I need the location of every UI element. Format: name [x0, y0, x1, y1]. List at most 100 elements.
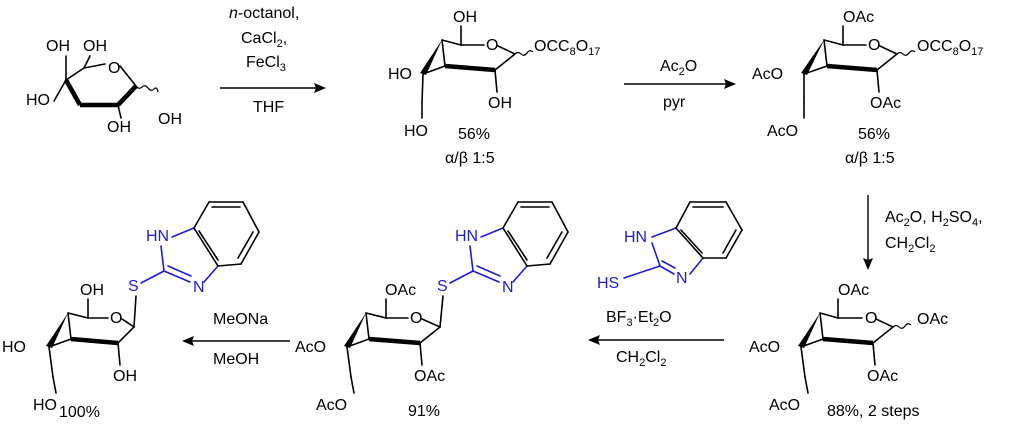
reaction-arrow-1: n-octanol, CaCl2, FeCl3 THF	[220, 5, 326, 116]
bond	[480, 227, 504, 238]
atom-label-oh: OH	[80, 282, 104, 299]
atom-label-octyloxy: OCC8O17	[917, 38, 983, 58]
bond	[421, 73, 424, 104]
bond	[804, 376, 809, 394]
atom-label-s: S	[128, 278, 139, 295]
wedge-bond	[344, 313, 366, 348]
wedge-bond	[46, 313, 68, 348]
atom-label-aco: AcO	[769, 397, 800, 414]
bond	[52, 376, 57, 394]
atom-label-ho: HO	[33, 397, 57, 414]
atom-label-ring-o: O	[868, 37, 880, 54]
bond-double	[476, 265, 501, 277]
bond	[160, 245, 165, 272]
bond-bold	[116, 84, 138, 107]
bond-double	[722, 229, 737, 254]
bond	[879, 45, 898, 55]
bond	[675, 201, 691, 229]
bond	[876, 69, 880, 93]
yield-compound3: 56%	[858, 126, 890, 143]
compound-octyl-galactofuranoside: OH O OCC8O17 HO OH HO 56% α/β 1:5	[388, 9, 600, 167]
bond	[494, 69, 498, 93]
atom-label-oac: OAc	[838, 282, 869, 299]
atom-label-n: N	[193, 279, 205, 296]
atom-label-ring-o: O	[108, 60, 120, 77]
arrow-head	[724, 79, 736, 89]
bond-bold	[826, 63, 878, 73]
reagent-mercaptobenzimidazole: HN N HS	[597, 201, 743, 292]
bond	[872, 326, 894, 344]
bond-double	[680, 229, 703, 254]
reagent-bf3-et2o: BF3·Et2O	[606, 309, 672, 329]
bond	[800, 346, 806, 378]
wavy-bond	[135, 85, 159, 93]
wavy-bond	[896, 50, 916, 56]
reagent-octanol: n-octanol,	[229, 5, 299, 22]
solvent-ch2cl2: CH2Cl2	[885, 235, 935, 255]
bond	[512, 265, 528, 283]
bond	[819, 312, 824, 340]
atom-label-oh: OH	[107, 119, 131, 136]
bond	[365, 312, 387, 319]
bond	[67, 312, 89, 319]
bond	[163, 270, 191, 283]
bond	[623, 265, 661, 279]
reagent-cacl2: CaCl2,	[241, 30, 287, 50]
bond	[83, 63, 106, 69]
atom-label-aco: AcO	[767, 123, 798, 140]
reaction-arrow-2: Ac2O pyr	[624, 58, 736, 111]
compound-galactopyranose: OH OH HO OH OH O	[26, 38, 182, 136]
wedge-bond	[798, 313, 820, 348]
bond	[119, 65, 137, 87]
bond	[441, 39, 446, 67]
atom-label-oac: OAc	[414, 368, 445, 385]
bond	[651, 242, 661, 267]
wavy-bond	[892, 323, 912, 329]
bond	[494, 53, 516, 71]
atom-label-aco: AcO	[295, 339, 326, 356]
bond	[819, 312, 839, 319]
yield-compound5: 91%	[408, 403, 440, 420]
atom-label-oh: OH	[46, 38, 70, 55]
compound-penta-acetyl-galactofuranose: OAc O OAc AcO OAc AcO 88%, 2 steps	[749, 282, 948, 420]
bond	[346, 346, 352, 378]
bond-double	[198, 230, 219, 261]
bond	[242, 201, 260, 233]
wavy-bond	[514, 50, 534, 56]
bond-bold	[368, 336, 421, 346]
bond	[651, 227, 677, 238]
bond-double	[546, 231, 563, 259]
bond	[551, 201, 569, 233]
arrow-head	[863, 258, 873, 270]
atom-label-n: N	[676, 270, 688, 287]
bond	[803, 65, 828, 75]
bond	[140, 270, 165, 284]
atom-label-hs: HS	[597, 275, 619, 292]
bond	[725, 201, 743, 231]
bond	[689, 257, 704, 275]
bond	[502, 201, 519, 229]
wedge-bond	[420, 40, 442, 75]
bond	[48, 346, 54, 378]
atom-label-hn: HN	[455, 228, 478, 245]
bond	[117, 326, 135, 344]
bond	[449, 270, 474, 284]
bond	[876, 53, 898, 71]
atom-label-ring-o: O	[410, 310, 422, 327]
atom-label-n: N	[502, 279, 514, 296]
bond	[875, 318, 894, 328]
bond	[725, 229, 743, 259]
reaction-arrow-5: MeONa MeOH	[182, 311, 290, 368]
yield-compound4: 88%, 2 steps	[827, 403, 920, 420]
atom-label-oac: OAc	[843, 9, 874, 26]
bond	[217, 263, 242, 267]
bond-bold	[822, 336, 874, 346]
arrow-head	[588, 335, 600, 345]
bond-double	[167, 265, 192, 277]
bond	[823, 39, 828, 67]
atom-label-oac: OAc	[385, 282, 416, 299]
bond	[133, 295, 137, 328]
bond-bold	[444, 63, 496, 73]
bond	[549, 231, 569, 265]
